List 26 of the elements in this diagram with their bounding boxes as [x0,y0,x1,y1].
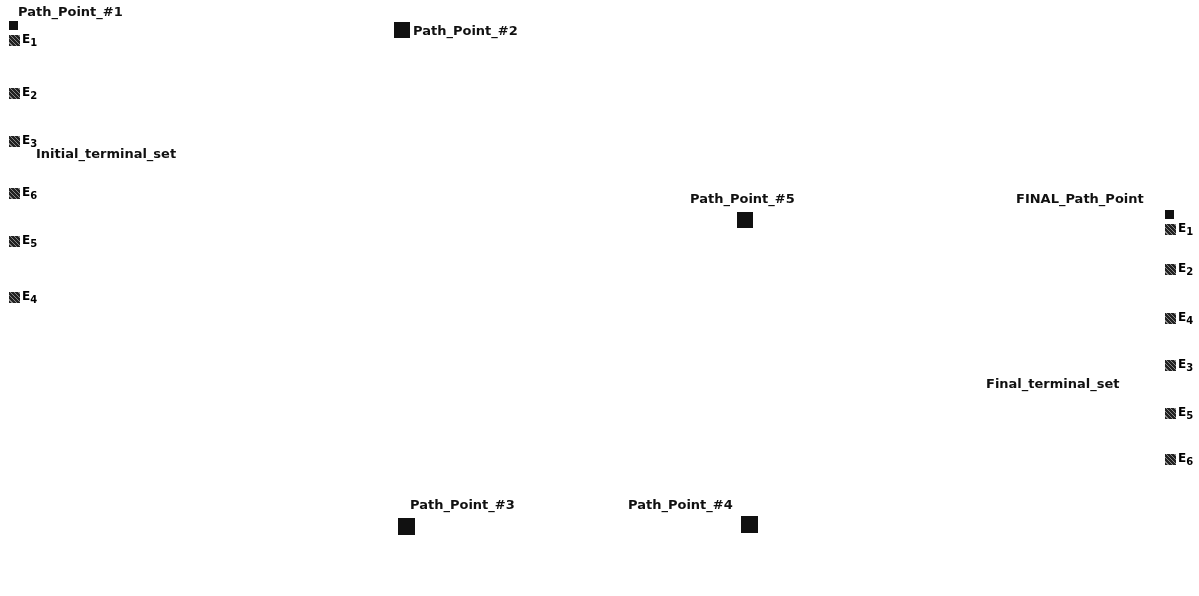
terminal-set-label: Initial_terminal_set [36,146,177,161]
terminal-label: E$_{5}$ [22,234,38,251]
path-point-label: Path_Point_#1 [18,4,123,19]
terminal-label: E$_{3}$ [1178,358,1194,375]
path-point-label: Path_Point_#2 [413,23,518,38]
terminal-set-label: Final_terminal_set [986,376,1120,391]
path-point-label: FINAL_Path_Point [1016,191,1144,206]
terminal-label: E$_{2}$ [1178,262,1194,279]
path-point-label: Path_Point_#3 [410,497,515,512]
path-point-marker [398,518,415,535]
terminal-label: E$_{1}$ [22,33,38,50]
terminal-label: E$_{5}$ [1178,406,1194,423]
path-point-marker [741,516,758,533]
terminal-label: E$_{4}$ [22,290,38,307]
path-point-label: Path_Point_#4 [628,497,733,512]
terminal-label: E$_{3}$ [22,134,38,150]
terminal-label: E$_{2}$ [22,86,38,103]
terminal-label: E$_{1}$ [1178,222,1194,239]
path-point-marker [1165,210,1174,219]
terminal-label: E$_{4}$ [1178,311,1194,328]
path-point-marker [737,212,753,228]
path-point-marker [394,22,410,38]
terminal-label: E$_{6}$ [22,186,38,203]
path-point-label: Path_Point_#5 [690,191,795,206]
terminal-label: E$_{6}$ [1178,452,1194,469]
path-point-marker [9,21,18,30]
